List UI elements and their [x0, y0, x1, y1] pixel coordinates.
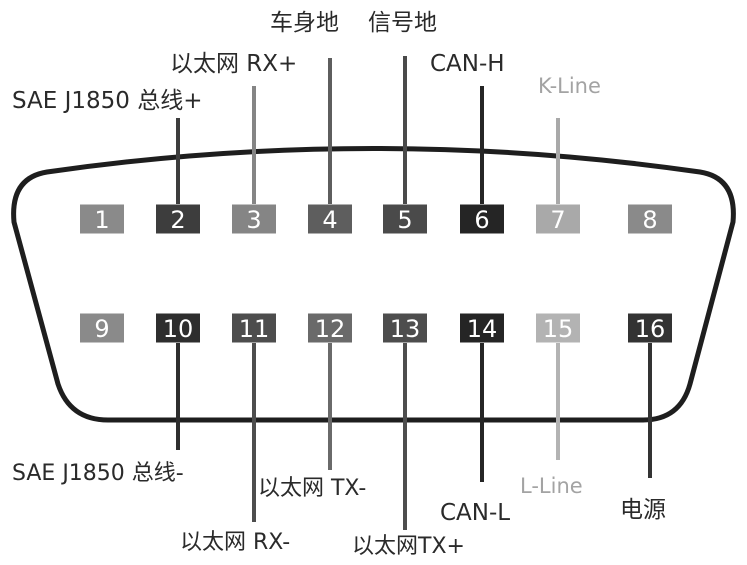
leader-lines — [176, 56, 652, 530]
pin-7-box — [536, 204, 580, 234]
pin-5-number: 5 — [397, 206, 412, 234]
pin-11-box — [232, 313, 276, 343]
pin-9-number: 9 — [94, 315, 109, 343]
pin-15-label: L-Line — [520, 474, 583, 498]
pin-14: 14 — [460, 313, 504, 343]
pin-4: 4 — [308, 204, 352, 234]
pin-3: 3 — [232, 204, 276, 234]
pin-12-number: 12 — [315, 315, 346, 343]
pin-6-label: CAN-H — [430, 51, 505, 77]
pin-15: 15 — [536, 313, 580, 343]
pin-11-number: 11 — [239, 315, 270, 343]
pin-11: 11 — [232, 313, 276, 343]
pin-6-number: 6 — [474, 206, 489, 234]
pin-10: 10 — [156, 313, 200, 343]
pin-12-label: 以太网 TX- — [258, 476, 366, 501]
pin-14-number: 14 — [467, 315, 498, 343]
pin-2-box — [156, 204, 200, 234]
pin-13: 13 — [383, 313, 427, 343]
pin-11-label: 以太网 RX- — [180, 530, 290, 555]
pin-5-label: 信号地 — [368, 10, 437, 36]
pin-16: 16 — [628, 313, 672, 343]
pin-5-box — [383, 204, 427, 234]
pin-15-box — [536, 313, 580, 343]
pin-2-label: SAE J1850 总线+ — [12, 88, 203, 114]
pin-14-label: CAN-L — [440, 500, 510, 526]
pin-4-label: 车身地 — [270, 10, 339, 36]
pin-13-number: 13 — [390, 315, 421, 343]
pin-4-box — [308, 204, 352, 234]
pin-2-number: 2 — [170, 206, 185, 234]
pin-16-label: 电源 — [620, 497, 666, 523]
pin-10-box — [156, 313, 200, 343]
pin-10-label: SAE J1850 总线- — [12, 461, 184, 486]
pin-1: 1 — [80, 204, 124, 234]
pin-15-number: 15 — [543, 315, 574, 343]
pin-13-box — [383, 313, 427, 343]
pin-13-label: 以太网TX+ — [352, 534, 465, 559]
pin-3-number: 3 — [246, 206, 261, 234]
pin-10-number: 10 — [163, 315, 194, 343]
pin-12: 12 — [308, 313, 352, 343]
pin-1-box — [80, 204, 124, 234]
pin-7-label: K-Line — [538, 74, 601, 98]
pin-7-number: 7 — [550, 206, 565, 234]
pin-9-box — [80, 313, 124, 343]
pin-3-box — [232, 204, 276, 234]
pin-9: 9 — [80, 313, 124, 343]
pin-6-box — [460, 204, 504, 234]
pin-7: 7 — [536, 204, 580, 234]
pin-14-box — [460, 313, 504, 343]
connector-outline — [11, 146, 736, 423]
pin-8: 8 — [628, 204, 672, 234]
pin-3-label: 以太网 RX+ — [170, 51, 297, 77]
pin-1-number: 1 — [94, 206, 109, 234]
pin-6: 6 — [460, 204, 504, 234]
pin-8-number: 8 — [642, 206, 657, 234]
pin-16-box — [628, 313, 672, 343]
pin-12-box — [308, 313, 352, 343]
pin-4-number: 4 — [322, 206, 337, 234]
pin-2: 2 — [156, 204, 200, 234]
pin-5: 5 — [383, 204, 427, 234]
pin-8-box — [628, 204, 672, 234]
pin-16-number: 16 — [635, 315, 666, 343]
